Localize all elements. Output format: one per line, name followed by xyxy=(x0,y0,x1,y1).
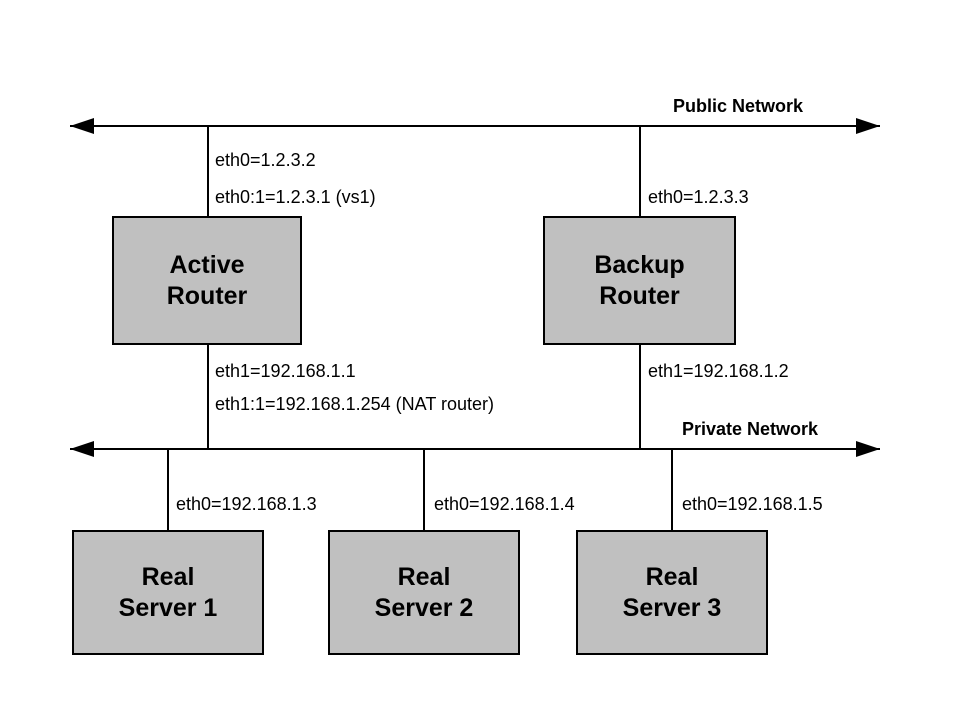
iface-label-active-private-1: eth1=192.168.1.1 xyxy=(215,361,356,381)
iface-label-active-public-1: eth0=1.2.3.2 xyxy=(215,150,316,170)
iface-label-real-server-3: eth0=192.168.1.5 xyxy=(682,494,823,514)
node-real-server-2-line2: Server 2 xyxy=(374,593,474,622)
private-network-left-arrowhead xyxy=(70,441,94,457)
node-real-server-3-line2: Server 3 xyxy=(622,593,722,622)
private-network-right-arrowhead xyxy=(856,441,880,457)
public-network-label: Public Network xyxy=(673,96,804,116)
public-network-bus xyxy=(70,118,880,134)
node-real-server-3[interactable]: Real Server 3 xyxy=(576,530,768,655)
node-real-server-1-line2: Server 1 xyxy=(118,593,218,622)
iface-label-backup-private: eth1=192.168.1.2 xyxy=(648,361,789,381)
iface-label-active-private-2: eth1:1=192.168.1.254 (NAT router) xyxy=(215,394,495,414)
private-network-bus xyxy=(70,441,880,457)
public-network-left-arrowhead xyxy=(70,118,94,134)
private-network-label: Private Network xyxy=(682,419,819,439)
node-backup-router-line2: Router xyxy=(599,281,680,310)
node-backup-router[interactable]: Backup Router xyxy=(543,216,736,345)
iface-label-active-public-2: eth0:1=1.2.3.1 (vs1) xyxy=(215,187,376,207)
node-active-router-line2: Router xyxy=(166,281,248,310)
node-backup-router-line1: Backup xyxy=(594,250,685,279)
node-real-server-1-line1: Real xyxy=(141,562,195,591)
node-real-server-2[interactable]: Real Server 2 xyxy=(328,530,520,655)
node-active-router[interactable]: Active Router xyxy=(112,216,302,345)
node-active-router-line1: Active xyxy=(169,250,245,279)
public-network-right-arrowhead xyxy=(856,118,880,134)
iface-label-backup-public: eth0=1.2.3.3 xyxy=(648,187,749,207)
iface-label-real-server-2: eth0=192.168.1.4 xyxy=(434,494,575,514)
node-real-server-1[interactable]: Real Server 1 xyxy=(72,530,264,655)
iface-label-real-server-1: eth0=192.168.1.3 xyxy=(176,494,317,514)
node-real-server-2-line1: Real xyxy=(397,562,451,591)
node-real-server-3-line1: Real xyxy=(645,562,699,591)
